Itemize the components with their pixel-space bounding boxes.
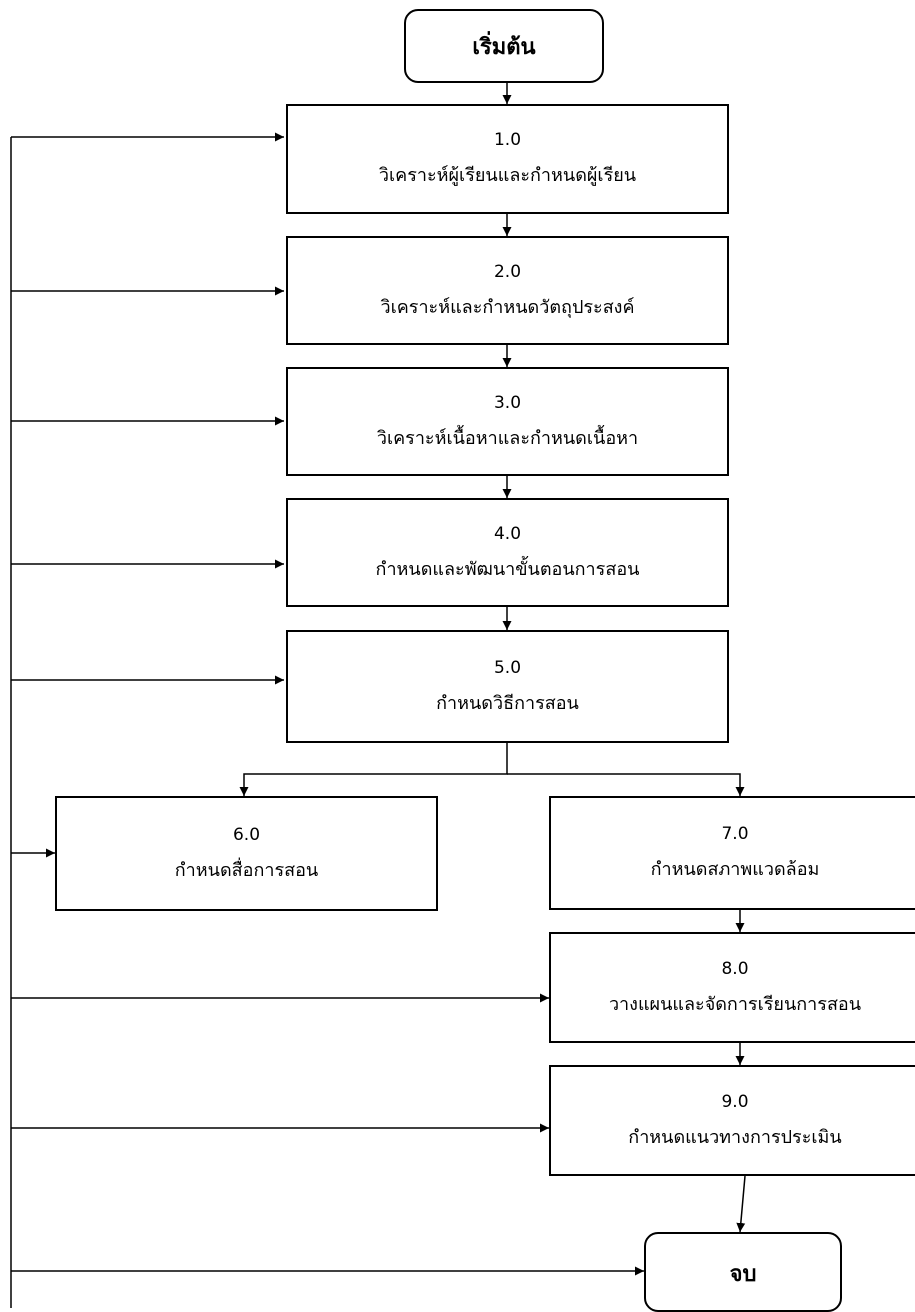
- step-7-box: 7.0 กำหนดสภาพแวดล้อม: [549, 796, 915, 910]
- end-label: จบ: [729, 1262, 757, 1287]
- step-label: กำหนดสื่อการสอน: [174, 859, 319, 881]
- step-3-box: 3.0 วิเคราะห์เนื้อหาและกำหนดเนื้อหา: [286, 367, 729, 476]
- branch-step-5-to-6: [239, 743, 508, 796]
- step-label: วางแผนและจัดการเรียนการสอน: [608, 993, 862, 1015]
- step-label: กำหนดวิธีการสอน: [436, 692, 579, 714]
- step-number: 2.0: [493, 261, 522, 282]
- step-2-box: 2.0 วิเคราะห์และกำหนดวัตถุประสงค์: [286, 236, 729, 345]
- step-label: กำหนดแนวทางการประเมิน: [628, 1126, 842, 1148]
- step-label: กำหนดสภาพแวดล้อม: [650, 859, 820, 881]
- start-terminal: เริ่มต้น: [404, 9, 604, 83]
- step-5-box: 5.0 กำหนดวิธีการสอน: [286, 630, 729, 743]
- end-terminal: จบ: [644, 1232, 842, 1312]
- step-number: 7.0: [721, 824, 749, 845]
- step-number: 4.0: [493, 523, 522, 544]
- step-9-box: 9.0 กำหนดแนวทางการประเมิน: [549, 1065, 915, 1176]
- step-label: วิเคราะห์ผู้เรียนและกำหนดผู้เรียน: [378, 165, 637, 187]
- step-number: 6.0: [232, 824, 261, 845]
- branch-step-5-to-7: [507, 773, 745, 796]
- step-1-box: 1.0 วิเคราะห์ผู้เรียนและกำหนดผู้เรียน: [286, 104, 729, 214]
- step-8-box: 8.0 วางแผนและจัดการเรียนการสอน: [549, 932, 915, 1043]
- step-label: วิเคราะห์เนื้อหาและกำหนดเนื้อหา: [376, 427, 639, 449]
- step-number: 1.0: [493, 130, 522, 151]
- step-label: กำหนดและพัฒนาขั้นตอนการสอน: [375, 558, 640, 580]
- start-label: เริ่มต้น: [472, 34, 536, 60]
- step-number: 5.0: [493, 657, 522, 678]
- step-number: 9.0: [721, 1091, 749, 1112]
- step-4-box: 4.0 กำหนดและพัฒนาขั้นตอนการสอน: [286, 498, 729, 607]
- arrow-step-9-to-end: [736, 1175, 746, 1233]
- step-number: 3.0: [493, 392, 522, 413]
- step-label: วิเคราะห์และกำหนดวัตถุประสงค์: [380, 296, 635, 318]
- step-6-box: 6.0 กำหนดสื่อการสอน: [55, 796, 438, 911]
- step-number: 8.0: [721, 958, 749, 979]
